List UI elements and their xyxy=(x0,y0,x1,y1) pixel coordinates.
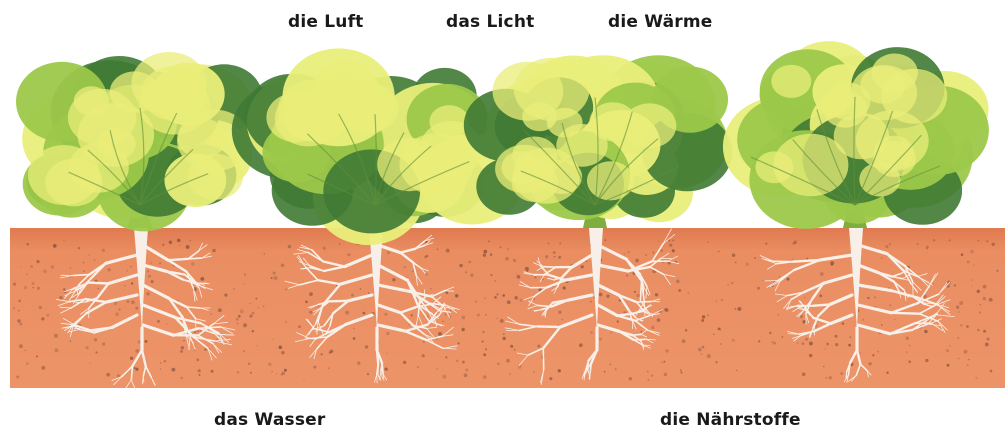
sugar-beet-plant-3 xyxy=(464,55,732,228)
label-air: die Luft xyxy=(288,12,364,32)
label-warmth: die Wärme xyxy=(608,12,713,32)
label-light: das Licht xyxy=(446,12,534,32)
label-nutrients: die Nährstoffe xyxy=(660,410,801,430)
sugar-beet-plant-1 xyxy=(16,52,263,231)
label-water: das Wasser xyxy=(214,410,325,430)
sugar-beet-plant-4 xyxy=(723,41,989,229)
plants-group xyxy=(16,41,989,245)
